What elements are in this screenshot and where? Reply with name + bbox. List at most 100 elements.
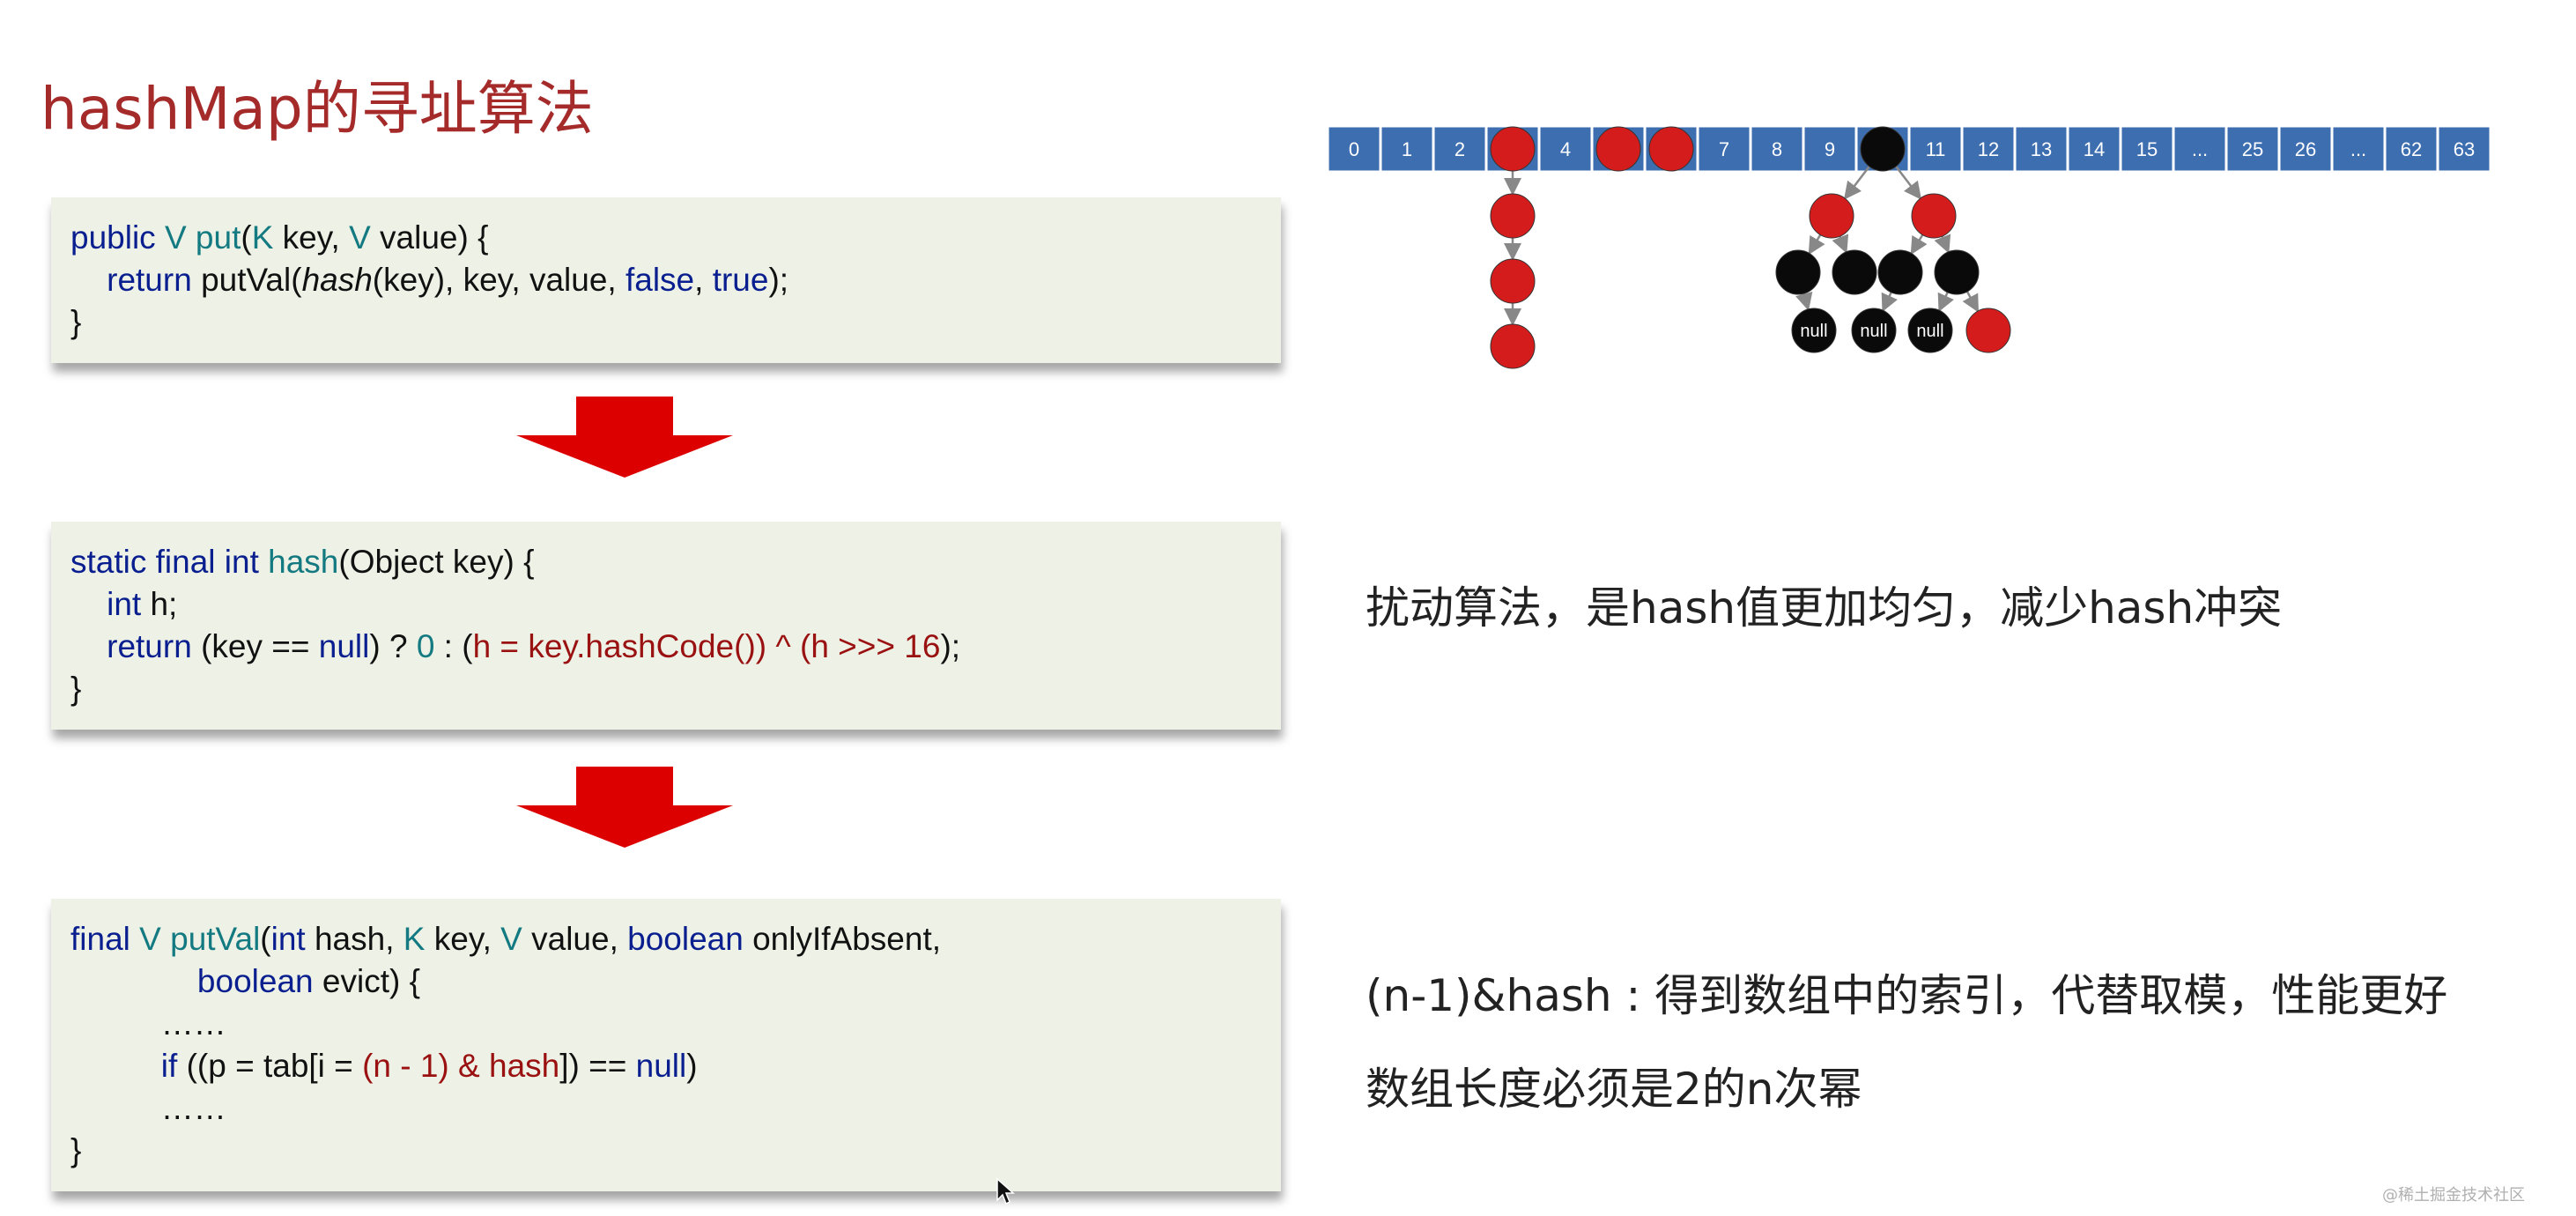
code-token: final [70,921,140,957]
bucket-label: 2 [1455,138,1465,160]
code-token: } [70,671,82,707]
bucket-cell [1328,126,1381,172]
node-link [1808,234,1825,256]
red-node [1490,323,1536,369]
node-link [1832,234,1849,254]
down-arrow-icon [516,397,733,478]
node-link [1937,292,1954,313]
bucket-label: ... [2192,138,2208,160]
node-links [1504,166,1979,326]
code-block-putval: final V putVal(int hash, K key, V value,… [51,899,1281,1191]
red-node [1490,258,1536,304]
code-token: hash [268,544,339,580]
code-token: …… [70,1005,226,1042]
explanation-perturbation: 扰动算法，是hash值更加均匀，减少hash冲突 [1366,582,2283,634]
bucket-cell [2068,126,2121,172]
code-token: ); [940,628,961,664]
bucket-label: 62 [2401,138,2422,160]
bucket-label: 12 [1978,138,1999,160]
code-token: putVal( [201,262,302,298]
code-line: } [70,1130,1262,1172]
code-line: …… [70,1003,1262,1045]
red-node [1490,193,1536,239]
node-link [1795,291,1813,311]
code-token: static final int [70,544,269,580]
mouse-cursor-icon [996,1177,1015,1205]
bucket-label: 63 [2454,138,2475,160]
code-token: ]) == [559,1048,636,1084]
code-token: V [349,219,381,256]
code-line: static final int hash(Object key) { [70,541,1262,583]
code-token: ( [241,219,252,256]
code-token: onlyIfAbsent, [752,921,942,957]
code-line: } [70,301,1262,344]
black-node [1934,249,1980,295]
bucket-label: 4 [1560,138,1571,160]
code-line: public V put(K key, V value) { [70,217,1262,259]
bucket-label: 8 [1772,138,1782,160]
code-token: , [694,262,713,298]
bucket-label: 26 [2295,138,2316,160]
bucket-cell [2438,126,2491,172]
code-token: true [712,262,769,298]
bucket-cell [1433,126,1486,172]
black-node [1860,126,1906,172]
black-node [1775,249,1821,295]
code-token: return [70,628,202,664]
bucket-cell [1539,126,1592,172]
bucket-cell [2226,126,2279,172]
explanation-power-of-two: 数组长度必须是2的n次幂 [1366,1064,1862,1115]
bucket-label: 1 [1402,138,1412,160]
bucket-cell [1909,126,1962,172]
bucket-cell [1803,126,1856,172]
bucket-cell [2173,126,2226,172]
code-token: key, [282,219,350,256]
code-token: (n - 1) & hash [362,1048,560,1084]
node-link [1843,166,1870,200]
bucket-cell [1751,126,1803,172]
code-token: K [403,921,434,957]
code-token: ( [260,921,271,957]
bucket-cell [2121,126,2173,172]
code-token: value, [531,921,628,957]
node-link [1910,234,1928,256]
bucket-label: 9 [1825,138,1835,160]
code-token: public [70,219,165,256]
bucket-cell [2015,126,2068,172]
node-link [1881,292,1898,313]
black-node [1877,249,1923,295]
code-token: int [70,586,151,622]
code-token: (key == [201,628,319,664]
code-token: K [251,219,283,256]
code-block-put: public V put(K key, V value) { return pu… [51,197,1281,363]
code-token: null [635,1048,687,1084]
code-token: int [270,921,315,957]
bucket-label: 0 [1349,138,1359,160]
code-token: (Object key) { [338,544,535,580]
red-node [1911,193,1957,239]
code-line: int h; [70,583,1262,626]
code-token: ); [768,262,789,298]
code-line: final V putVal(int hash, K key, V value,… [70,918,1262,960]
bucket-label: 13 [2031,138,2052,160]
code-token: ) [686,1048,698,1084]
code-token: if [70,1048,187,1084]
code-token: boolean [70,963,322,999]
code-token: V [164,219,196,256]
code-token: : ( [434,628,473,664]
bucket-label: ... [2350,138,2366,160]
null-label: null [1860,322,1887,341]
null-label: null [1916,322,1943,341]
down-arrow-icon [516,767,733,848]
null-node [1851,308,1897,353]
black-node [1832,249,1877,295]
bucket-cell [1698,126,1751,172]
bucket-cell [2279,126,2332,172]
code-token: value) { [380,219,489,256]
explanation-index: (n-1)&hash : 得到数组中的索引，代替取模，性能更好 [1366,970,2448,1021]
code-token: evict) { [322,963,420,999]
null-node [1791,308,1837,353]
code-token: (key), key, value, [372,262,625,298]
